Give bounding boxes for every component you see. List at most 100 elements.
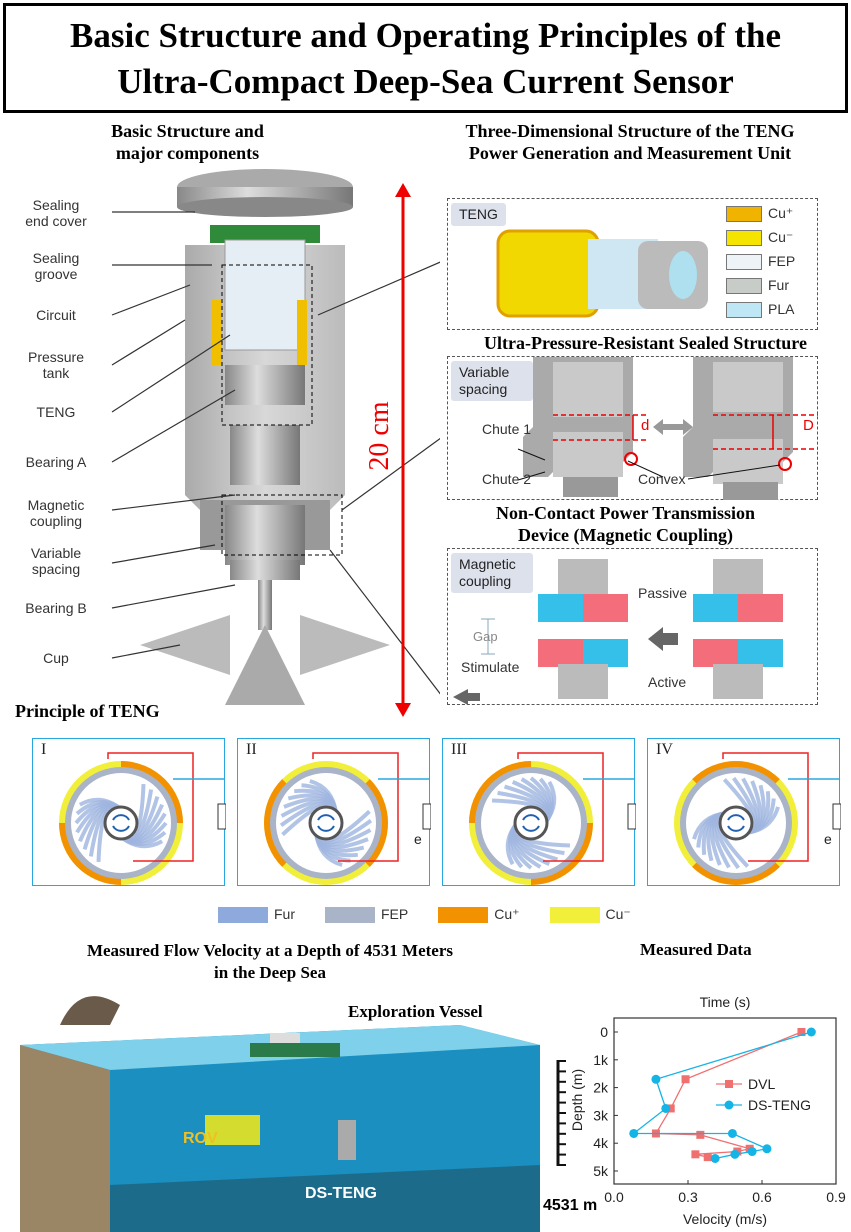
- text: Cu⁺: [494, 906, 520, 922]
- plot-frame: [613, 1017, 837, 1185]
- teng-tag: TENG: [451, 203, 506, 226]
- text: Fur: [768, 277, 789, 293]
- swatch: [325, 907, 375, 924]
- text: Bearing A: [25, 454, 87, 470]
- text: coupling: [29, 513, 83, 529]
- text: Circuit: [36, 307, 76, 323]
- legend-cu-minus: Cu⁻: [726, 229, 795, 253]
- convex-label: Convex: [638, 471, 686, 487]
- text: Bearing B: [25, 600, 87, 616]
- legend-cu-minus: Cu⁻: [549, 906, 631, 924]
- rov-label: ROV: [183, 1130, 218, 1147]
- title-line-2: Ultra-Compact Deep-Sea Current Sensor: [117, 62, 734, 101]
- text: Variable: [30, 545, 82, 561]
- sensor-structure-illustration: [111, 169, 440, 717]
- data-point: [710, 1153, 720, 1163]
- teng-circuit-diagram: [469, 752, 637, 885]
- spacing-d-label: d: [641, 417, 650, 434]
- text: Cu⁻: [605, 906, 631, 922]
- y-tick-label: 5k: [593, 1163, 609, 1179]
- left-heading: Basic Structure and major components: [60, 120, 315, 164]
- text: Magnetic: [27, 497, 85, 513]
- series-line-ds-teng: [631, 1031, 812, 1160]
- teng-legend: Cu⁺ Cu⁻ FEP Fur PLA: [726, 205, 795, 325]
- swatch: [726, 230, 762, 247]
- title-line-1: Basic Structure and Operating Principles…: [70, 16, 781, 55]
- legend-cu-plus: Cu⁺: [438, 906, 520, 924]
- legend-fep: FEP: [726, 253, 795, 277]
- data-point: [762, 1144, 772, 1154]
- text: spacing: [31, 561, 81, 577]
- swatch: [726, 254, 762, 271]
- chart-title: Time (s): [700, 994, 751, 1010]
- y-axis-label: Depth (m): [569, 1069, 585, 1131]
- teng-circuit-diagram: [59, 752, 227, 885]
- legend-label: DS-TENG: [748, 1097, 811, 1113]
- data-point: [661, 1103, 671, 1113]
- sealed-structure-illustration: [517, 357, 818, 500]
- label-cup: Cup: [0, 650, 112, 666]
- x-tick-label: 0.6: [752, 1189, 772, 1205]
- legend-marker: [725, 1080, 733, 1088]
- text: Cu⁻: [768, 229, 794, 245]
- swatch: [726, 278, 762, 295]
- data-point: [730, 1149, 740, 1159]
- field-heading: Measured Flow Velocity at a Depth of 453…: [20, 940, 520, 984]
- text: Cup: [43, 650, 69, 666]
- teng-principle-panel: III: [442, 738, 637, 886]
- spacing-D-label: D: [803, 417, 814, 434]
- y-tick-label: 2k: [593, 1080, 609, 1096]
- y-tick-label: 1k: [593, 1052, 609, 1068]
- label-circuit: Circuit: [0, 307, 112, 323]
- x-tick-label: 0.9: [826, 1189, 846, 1205]
- swatch: [218, 907, 268, 924]
- teng-circuit-diagram: [674, 752, 842, 885]
- panel-number: IV: [656, 741, 673, 758]
- current-direction-label: e: [824, 831, 832, 847]
- text: Pressure: [27, 349, 85, 365]
- text: Measured Flow Velocity at a Depth of 453…: [86, 941, 454, 960]
- text: Non-Contact Power Transmission: [495, 503, 755, 523]
- text: TENG: [36, 404, 76, 420]
- text: Cu⁺: [768, 205, 794, 221]
- measured-heading: Measured Data: [640, 940, 752, 959]
- data-point: [745, 1144, 754, 1153]
- data-point: [666, 1104, 675, 1113]
- legend-cu-plus: Cu⁺: [726, 205, 795, 229]
- magnetic-coupling-illustration: [453, 559, 783, 705]
- data-point: [651, 1074, 661, 1084]
- sealed-heading: Ultra-Pressure-Resistant Sealed Structur…: [484, 333, 807, 353]
- series-line-dvl: [654, 1031, 802, 1158]
- gap-label: Gap: [473, 629, 498, 644]
- principle-heading: Principle of TENG: [15, 701, 160, 721]
- text: in the Deep Sea: [214, 963, 326, 982]
- data-point: [629, 1128, 639, 1138]
- legend-fur: Fur: [726, 277, 795, 301]
- text: Variable: [459, 364, 510, 380]
- data-point: [806, 1027, 816, 1037]
- data-point: [696, 1130, 705, 1139]
- chute-1-label: Chute 1: [482, 421, 532, 437]
- active-label: Active: [648, 674, 687, 690]
- legend-fep: FEP: [325, 906, 409, 924]
- y-tick-label: 3k: [593, 1107, 609, 1123]
- x-tick-label: 0.0: [604, 1189, 624, 1205]
- teng-principle-panel: I: [32, 738, 227, 886]
- swatch: [726, 302, 762, 319]
- teng-principle-panel: IV e: [647, 738, 842, 886]
- left-heading-line2: major components: [115, 143, 260, 163]
- deep-sea-illustration: [20, 996, 540, 1232]
- panel-number: I: [41, 741, 47, 758]
- data-point: [733, 1147, 742, 1156]
- depth-label: 4531 m: [543, 1197, 598, 1214]
- text: FEP: [381, 906, 409, 922]
- label-bearing-b: Bearing B: [0, 600, 112, 616]
- legend-label: DVL: [748, 1076, 775, 1092]
- text: Sealing: [32, 250, 80, 266]
